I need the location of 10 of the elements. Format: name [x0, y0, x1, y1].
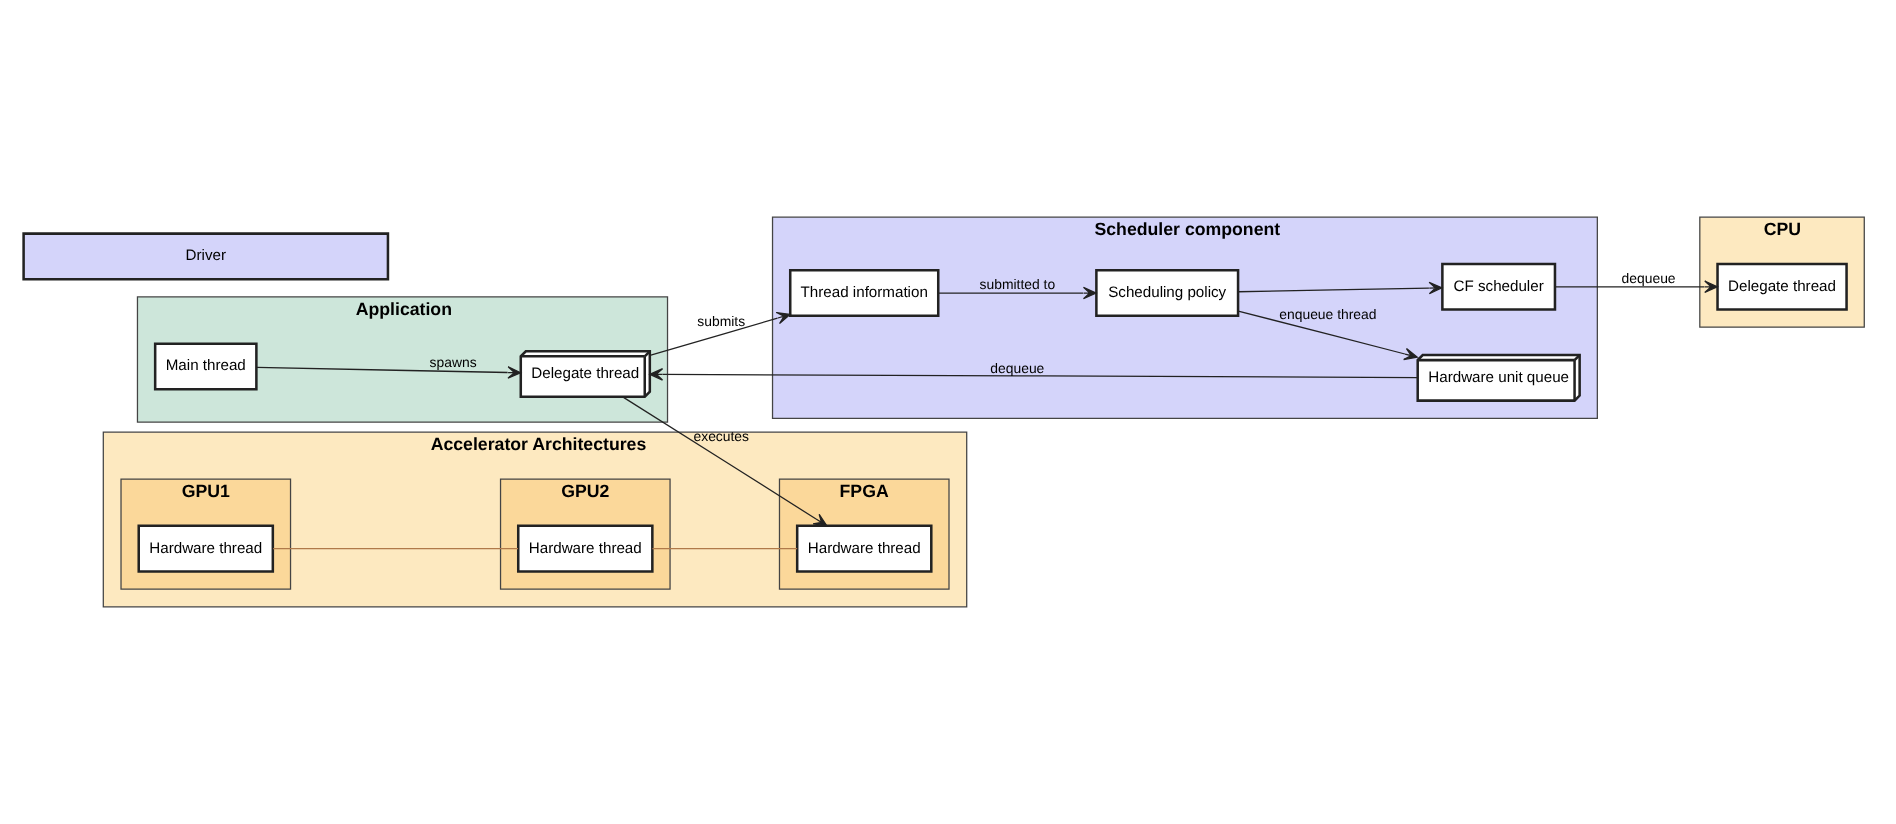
arrow [1553, 280, 1718, 294]
arrow [621, 396, 827, 527]
arrow [648, 368, 1418, 381]
arrow [255, 366, 521, 379]
arrow [1236, 281, 1442, 295]
connector [650, 548, 797, 550]
connector [271, 548, 518, 550]
arrow [937, 286, 1096, 300]
arrow [1236, 310, 1417, 361]
arrow [648, 311, 790, 357]
